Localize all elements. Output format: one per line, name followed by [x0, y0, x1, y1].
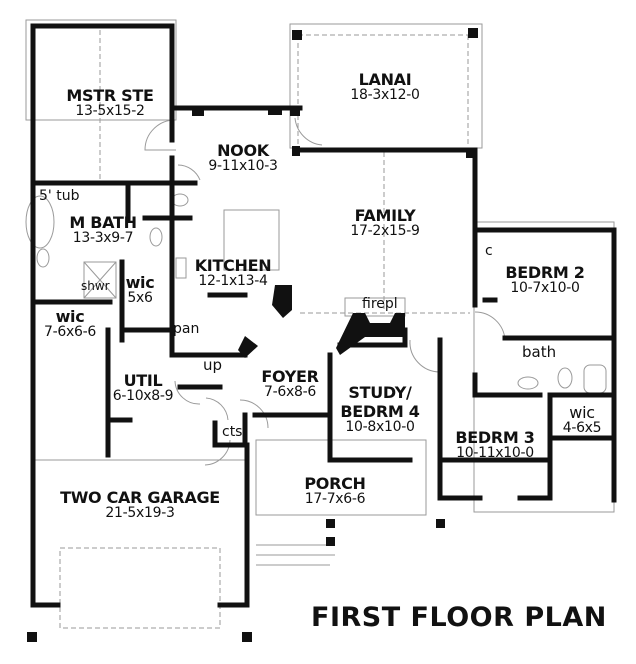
- room-garage: TWO CAR GARAGE 21-5x19-3: [45, 488, 235, 521]
- room-wic-master: wic 7-6x6-6: [35, 307, 105, 340]
- room-nook: NOOK 9-11x10-3: [198, 141, 288, 174]
- room-dimensions: 13-3x9-7: [72, 230, 134, 246]
- room-dimensions: 6-10x8-9: [112, 388, 174, 404]
- fireplace-label: firepl: [362, 296, 398, 312]
- room-name: wic: [569, 403, 595, 422]
- room-name: FOYER: [261, 367, 319, 386]
- room-name: KITCHEN: [194, 256, 272, 275]
- pantry-label: pan: [173, 321, 200, 337]
- room-dimensions: 17-2x15-9: [350, 223, 420, 239]
- room-name: FAMILY: [354, 206, 416, 225]
- room-name: wic: [55, 307, 85, 326]
- room-bedrm-2: BEDRM 2 10-7x10-0: [500, 263, 590, 296]
- room-dimensions: 9-11x10-3: [208, 158, 278, 174]
- room-lanai: LANAI 18-3x12-0: [330, 70, 440, 103]
- room-mstr-ste: MSTR STE 13-5x15-2: [55, 86, 165, 119]
- closet-label: c: [485, 243, 493, 259]
- room-dimensions: 7-6x8-6: [264, 384, 316, 400]
- room-dimensions: 4-6x5: [562, 420, 602, 436]
- room-name: MSTR STE: [66, 86, 154, 105]
- room-dimensions: 7-6x6-6: [44, 324, 96, 340]
- room-porch: PORCH 17-7x6-6: [300, 474, 370, 507]
- room-name: NOOK: [217, 141, 269, 160]
- stairs-up-label: up: [203, 356, 223, 374]
- room-wic-bed3: wic 4-6x5: [552, 403, 612, 436]
- shower-label: shwr: [81, 279, 110, 293]
- tub-label: 5' tub: [39, 188, 80, 204]
- room-study: STUDY/ BEDRM 4 10-8x10-0: [335, 383, 425, 435]
- room-name: STUDY/: [348, 383, 412, 402]
- room-dimensions: 10-8x10-0: [345, 419, 415, 435]
- room-dimensions: 12-1x13-4: [198, 273, 268, 289]
- room-name: TWO CAR GARAGE: [60, 488, 220, 507]
- room-bedrm-3: BEDRM 3 10-11x10-0: [445, 428, 545, 461]
- room-dimensions: 10-11x10-0: [456, 445, 534, 461]
- room-name: BEDRM 3: [455, 428, 535, 447]
- room-name: UTIL: [123, 371, 163, 390]
- room-dimensions: 13-5x15-2: [75, 103, 145, 119]
- room-dimensions: 5x6: [127, 290, 153, 306]
- room-name: M BATH: [69, 213, 137, 232]
- room-name: PORCH: [304, 474, 366, 493]
- room-family: FAMILY 17-2x15-9: [335, 206, 435, 239]
- room-foyer: FOYER 7-6x8-6: [255, 367, 325, 400]
- plan-title: FIRST FLOOR PLAN: [311, 602, 607, 633]
- room-kitchen: KITCHEN 12-1x13-4: [188, 256, 278, 289]
- room-name: wic: [125, 273, 155, 292]
- room-dimensions: 18-3x12-0: [350, 87, 420, 103]
- room-dimensions: 17-7x6-6: [304, 491, 366, 507]
- room-dimensions: 21-5x19-3: [105, 505, 175, 521]
- cabinets-label: cts: [222, 424, 243, 440]
- room-name: BEDRM 2: [505, 263, 585, 282]
- room-util: UTIL 6-10x8-9: [108, 371, 178, 404]
- room-dimensions: 10-7x10-0: [510, 280, 580, 296]
- bath-label: bath: [522, 343, 557, 361]
- room-wic-small: wic 5x6: [120, 273, 160, 306]
- room-m-bath: M BATH 13-3x9-7: [58, 213, 148, 246]
- room-name: LANAI: [358, 70, 412, 89]
- room-name-secondary: BEDRM 4: [340, 402, 420, 421]
